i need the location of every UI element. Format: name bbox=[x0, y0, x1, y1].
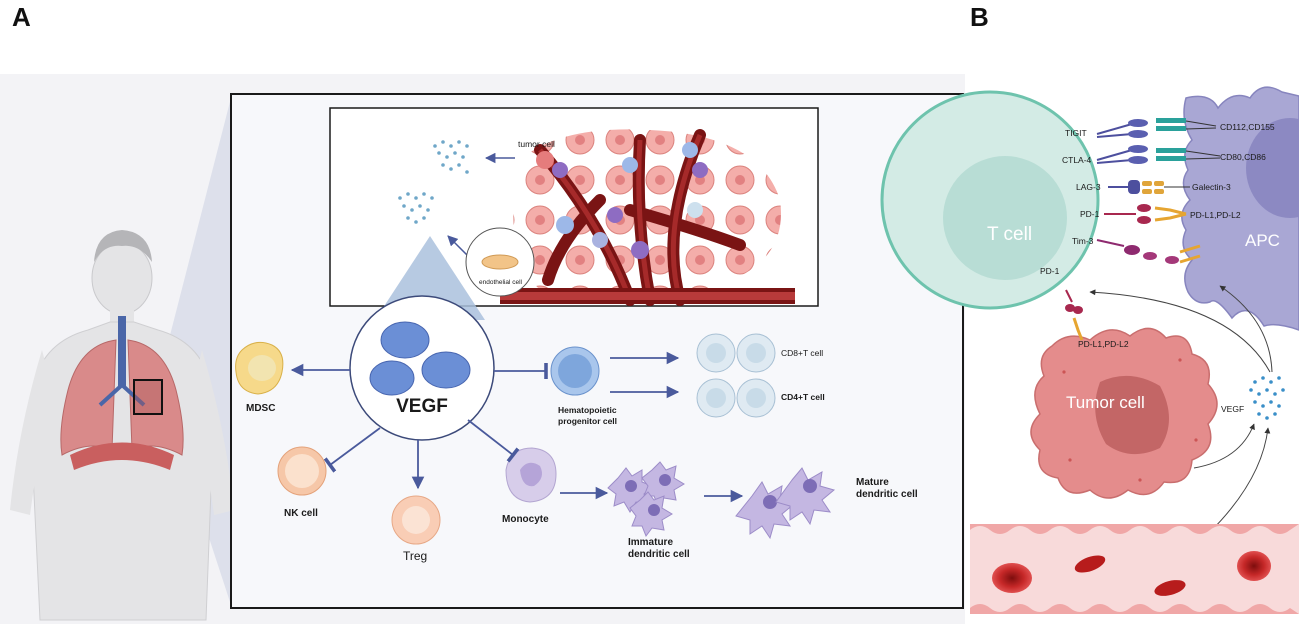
ligand-cd80-cd86-label: CD80,CD86 bbox=[1220, 152, 1266, 162]
cd4-label: CD4+T cell bbox=[781, 392, 825, 402]
immature-dendritic-cells bbox=[607, 461, 685, 538]
inhibit-vegf-monocyte bbox=[467, 419, 520, 463]
tumor-focus-box bbox=[133, 379, 163, 415]
t-cell-label: T cell bbox=[987, 224, 1032, 245]
tumor-pd1-pdl1-pair bbox=[1065, 289, 1084, 341]
human-silhouette bbox=[10, 230, 234, 621]
vegf-label-b: VEGF bbox=[1221, 404, 1244, 414]
hematopoietic-progenitor-cell bbox=[550, 346, 600, 396]
immature-dc-label-line2: dendritic cell bbox=[628, 549, 690, 560]
mdsc-cell bbox=[235, 341, 284, 395]
mature-dendritic-cells bbox=[735, 467, 836, 540]
tumor-cell bbox=[1030, 327, 1218, 499]
tumor-cell-label: tumor cell bbox=[518, 139, 555, 149]
receptor-ctla4-label: CTLA-4 bbox=[1062, 155, 1092, 165]
vegf-curved-arrows bbox=[1089, 285, 1273, 533]
mature-dc-label-line2: dendritic cell bbox=[856, 489, 918, 500]
treg-cell bbox=[391, 495, 441, 545]
cd4-t-cells bbox=[696, 378, 776, 418]
immature-dc-label-line1: Immature bbox=[628, 537, 673, 548]
nk-cell-label: NK cell bbox=[284, 508, 318, 519]
panel-b-letter: B bbox=[970, 2, 989, 32]
cd8-t-cells bbox=[696, 333, 776, 373]
monocyte-cell bbox=[505, 447, 557, 503]
monocyte-label: Monocyte bbox=[502, 514, 549, 525]
blood-vessel bbox=[970, 524, 1299, 614]
receptor-pd1-label: PD-1 bbox=[1080, 209, 1100, 219]
t-cell bbox=[880, 90, 1100, 310]
panel-a-letter: A bbox=[12, 2, 31, 32]
cd8-label: CD8+T cell bbox=[781, 348, 823, 358]
pd1-lower-label: PD-1 bbox=[1040, 266, 1060, 276]
hpc-label-line2: progenitor cell bbox=[558, 416, 617, 426]
inhibit-vegf-nk bbox=[323, 427, 381, 473]
vegf-node: VEGF bbox=[349, 295, 495, 441]
tumor-cell-label-b: Tumor cell bbox=[1066, 393, 1145, 412]
treg-label: Treg bbox=[403, 549, 427, 563]
apc-label: APC bbox=[1245, 231, 1280, 250]
hpc-label-line1: Hematopoietic bbox=[558, 405, 617, 415]
receptor-tim3-label: Tim-3 bbox=[1072, 236, 1094, 246]
ligand-galectin3-label: Galectin-3 bbox=[1192, 182, 1231, 192]
tumor-inset: tumor cell endothelial cell bbox=[329, 107, 819, 307]
receptor-tigit-label: TIGIT bbox=[1065, 128, 1087, 138]
apc-cell bbox=[1181, 86, 1299, 331]
vegf-particles bbox=[1249, 376, 1285, 420]
ligand-pdl1-pdl2-label: PD-L1,PD-L2 bbox=[1190, 210, 1241, 220]
mature-dc-label-line1: Mature bbox=[856, 477, 889, 488]
vegf-label: VEGF bbox=[396, 396, 448, 417]
pdl-lower-label: PD-L1,PD-L2 bbox=[1078, 339, 1129, 349]
receptor-lag3-label: LAG-3 bbox=[1076, 182, 1101, 192]
checkpoint-pairs bbox=[1096, 118, 1221, 264]
mdsc-label: MDSC bbox=[246, 403, 275, 414]
ligand-cd112-cd155-label: CD112,CD155 bbox=[1220, 122, 1275, 132]
nk-cell bbox=[277, 446, 327, 496]
endothelial-cell-label: endothelial cell bbox=[479, 279, 523, 286]
